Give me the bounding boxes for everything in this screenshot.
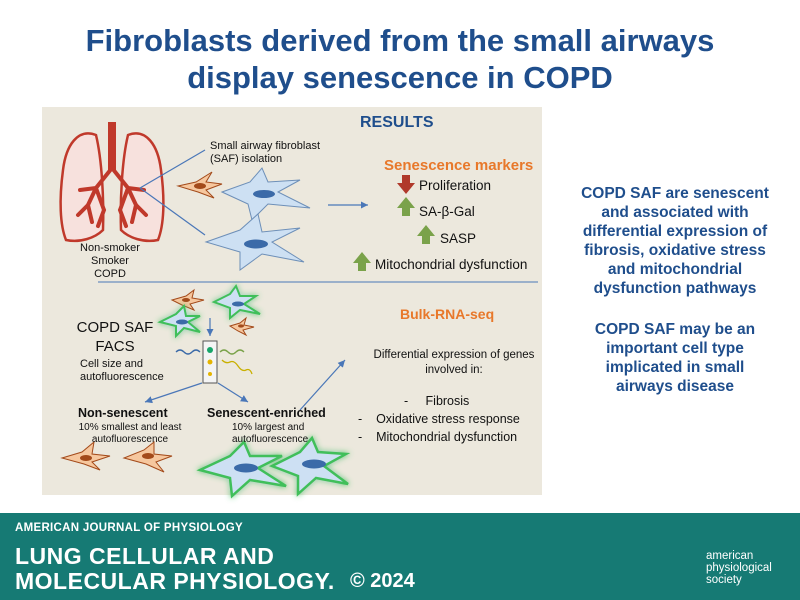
journal-title-line-2: MOLECULAR PHYSIOLOGY. <box>15 568 335 594</box>
lungs-icon <box>59 122 165 243</box>
fibroblast-large-icon <box>220 167 311 221</box>
arrow-up-icon <box>417 225 435 244</box>
fibroblast-icon <box>170 288 205 312</box>
conclusion-2: COPD SAF may be an important cell type i… <box>594 321 756 395</box>
fibroblast-large-icon <box>204 213 305 271</box>
senescence-markers-title: Senescence markers <box>384 157 534 174</box>
non-senescent-desc: 10% smallest and least autofluorescence <box>78 422 182 445</box>
page-title: Fibroblasts derived from the small airwa… <box>0 22 800 96</box>
title-line-1: Fibroblasts derived from the small airwa… <box>85 23 715 58</box>
journal-title-line-1: LUNG CELLULAR AND <box>15 543 275 569</box>
rnaseq-intro: Differential expression of genes involve… <box>373 349 535 376</box>
marker-sasp: SASP <box>440 231 477 246</box>
senescent-title: Senescent-enriched <box>207 406 326 420</box>
fibroblast-icon <box>60 440 111 471</box>
footer-bar <box>0 513 800 600</box>
fibroblast-icon <box>228 316 255 337</box>
results-heading: RESULTS <box>360 114 434 131</box>
facs-desc: Cell size and autofluorescence <box>80 358 164 383</box>
fibroblast-icon <box>176 171 223 199</box>
fibroblast-icon <box>122 440 173 473</box>
arrow-up-icon <box>353 252 371 271</box>
senescent-fibroblast-icon <box>211 283 261 321</box>
groups-list: Non-smoker Smoker COPD <box>80 242 140 280</box>
rnaseq-title: Bulk-RNA-seq <box>400 306 495 322</box>
non-senescent-title: Non-senescent <box>78 406 168 420</box>
senescent-fibroblast-icon <box>268 435 351 497</box>
society-name: american physiological society <box>706 550 772 586</box>
marker-proliferation: Proliferation <box>419 178 492 193</box>
marker-mitochondrial: Mitochondrial dysfunction <box>375 257 528 272</box>
isolation-label: Small airway fibroblast (SAF) isolation <box>210 140 321 165</box>
senescent-fibroblast-icon <box>157 303 201 339</box>
facs-label: COPD SAF FACS <box>76 319 154 355</box>
title-line-2: display senescence in COPD <box>187 60 613 95</box>
copyright-year: © 2024 <box>350 570 415 592</box>
arrow-down-icon <box>397 175 415 194</box>
rnaseq-list: - Fibrosis - Oxidative stress response -… <box>358 394 520 444</box>
arrow-up-icon <box>397 197 415 216</box>
senescent-fibroblast-icon <box>196 439 287 499</box>
senescent-desc: 10% largest and autofluorescence <box>232 422 309 445</box>
marker-sa-beta-gal: SA-β-Gal <box>419 204 475 219</box>
journal-name: AMERICAN JOURNAL OF PHYSIOLOGY <box>15 522 243 534</box>
conclusion-1: COPD SAF are senescent and associated wi… <box>581 185 769 297</box>
